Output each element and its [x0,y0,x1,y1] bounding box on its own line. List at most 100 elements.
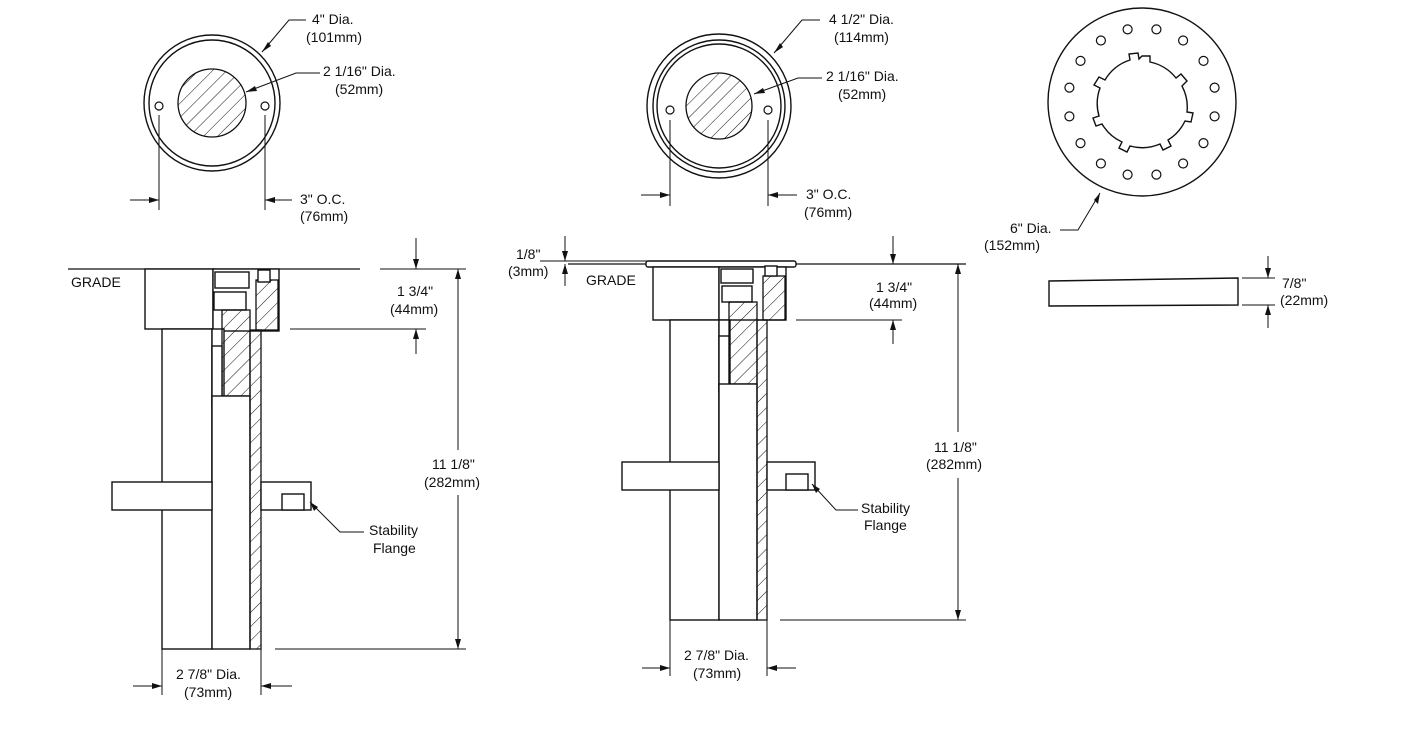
view1-cap-screw [257,269,271,283]
view1-inner-leader [245,72,320,93]
view1-pipe-wall-hatched [249,329,262,650]
view1-inner-tube [211,395,251,650]
view2-length-arrow-bottom [955,610,961,620]
view3-bolt-hole [1095,35,1107,46]
view2-housing-left [652,266,720,321]
view3-bolt-hole [1177,158,1189,169]
view1-flange-leader-arrow [310,502,318,511]
view3-ring-leader [1060,192,1101,231]
view1-outer-dia-label: 4" Dia. [312,11,354,27]
view1-length-arrow-top [455,269,461,279]
view1-outer-leader [261,19,306,53]
view1-flange-label-2: Flange [373,540,416,556]
view3-thickness-mm-label: (22mm) [1280,292,1328,308]
view2-depth-label: 1 3/4" [876,279,912,295]
view1-depth-mm-label: (44mm) [390,301,438,317]
view2-inner-dia-label: 2 1/16" Dia. [826,68,899,84]
view1-flange-label-1: Stability [369,522,418,538]
view2-insert-hatched [685,72,753,140]
view1-screw-hole-left [154,101,164,111]
view1-screw-hole-right [260,101,270,111]
view2-pipe-arrow-right [767,665,777,671]
view2-lip-arrow-top [562,251,568,261]
view3-ring-dia-mm-label: (152mm) [984,237,1040,253]
view2-depth-arrow-top [890,254,896,264]
view1-housing-left [144,268,214,330]
view2-oc-arrow-right [768,192,778,198]
view3-ring-dia-label: 6" Dia. [1010,220,1052,236]
view1-pipe-dia-label: 2 7/8" Dia. [176,666,241,682]
view3-thickness-label: 7/8" [1282,275,1306,291]
view2-pipe-arrow-left [660,665,670,671]
view1-top-plan [130,19,320,210]
view2-screw-hole-right [763,105,773,115]
view3-bolt-hole [1122,169,1133,180]
view3-bolt-hole [1122,24,1133,35]
view2-section [540,236,966,676]
view1-flange-bolt [281,493,305,511]
view2-pipe-dia-mm-label: (73mm) [693,665,741,681]
view1-housing-hatched-wall [255,279,279,331]
view2-lip-label: 1/8" [516,246,540,262]
view1-grade-label: GRADE [71,274,121,290]
view1-insert-section [221,309,251,397]
view2-flange-leader-arrow [812,484,820,493]
view2-depth-mm-label: (44mm) [869,295,917,311]
view3-bolt-hole [1075,55,1086,67]
view1-flange-leader [309,501,364,533]
view3-bolt-hole [1209,82,1220,93]
view2-pipe-dia-label: 2 7/8" Dia. [684,647,749,663]
view1-pipe-arrow-left [152,683,162,689]
view1-depth-arrow-bottom [413,329,419,339]
view2-oc-arrow-left [660,192,670,198]
view1-depth-label: 1 3/4" [397,283,433,299]
view3-bolt-hole [1064,82,1075,93]
view3-bolt-hole [1151,169,1162,180]
view1-inner-dia-mm-label: (52mm) [335,81,383,97]
view2-outer-dia-mm-label: (114mm) [834,29,889,45]
view1-oc-arrow-right [265,197,275,203]
view2-collar [721,285,753,303]
view2-flange-leader [811,483,858,511]
view2-depth-arrow-bottom [890,320,896,330]
view1-depth-arrow-top [413,259,419,269]
view1-inner-dia-label: 2 1/16" Dia. [323,63,396,79]
view2-insert-section [728,301,758,385]
view3-ring-leader-arrow [1094,193,1100,204]
view2-lip-mm-label: (3mm) [508,263,548,279]
view1-oc-arrow-left [149,197,159,203]
view1-flange-left [111,481,213,511]
view3-bolt-hole [1095,158,1107,169]
view3-bolt-hole [1064,111,1075,122]
view1-length-arrow-bottom [455,639,461,649]
view2-length-mm-label: (282mm) [926,456,982,472]
view2-housing-hatched-wall [762,275,786,321]
view3-ring-side [1048,256,1275,328]
view2-outer-dia-label: 4 1/2" Dia. [829,11,894,27]
view2-inner-leader-arrow [754,88,765,94]
view1-pipe-arrow-right [261,683,271,689]
view1-length-mm-label: (282mm) [424,474,480,490]
view2-top-plan [641,19,822,206]
view2-inner-dia-mm-label: (52mm) [838,86,886,102]
view1-outer-leader-arrow [262,42,271,52]
view2-flange-left [621,461,720,491]
view3-bolt-hole [1075,138,1086,149]
view2-outer-leader [773,19,820,54]
view2-screw-hole-left [665,105,675,115]
view1-outer-dia-mm-label: (101mm) [306,29,362,45]
view3-bolt-hole [1177,35,1189,46]
view2-length-arrow-top [955,264,961,274]
view3-thickness-arrow-top [1265,268,1271,278]
view2-flange-label-1: Stability [861,500,910,516]
view3-ring-side-profile [1048,277,1239,307]
view3-bolt-hole [1198,55,1209,67]
view2-lip-arrow-bottom [562,264,568,274]
view2-oc-mm-label: (76mm) [804,204,852,220]
view2-oc-label: 3" O.C. [806,186,851,202]
view1-length-label: 11 1/8" [432,456,475,472]
view2-top-cap [720,268,754,284]
view2-pipe-wall-hatched [756,319,768,621]
view3-bolt-hole [1209,111,1220,122]
